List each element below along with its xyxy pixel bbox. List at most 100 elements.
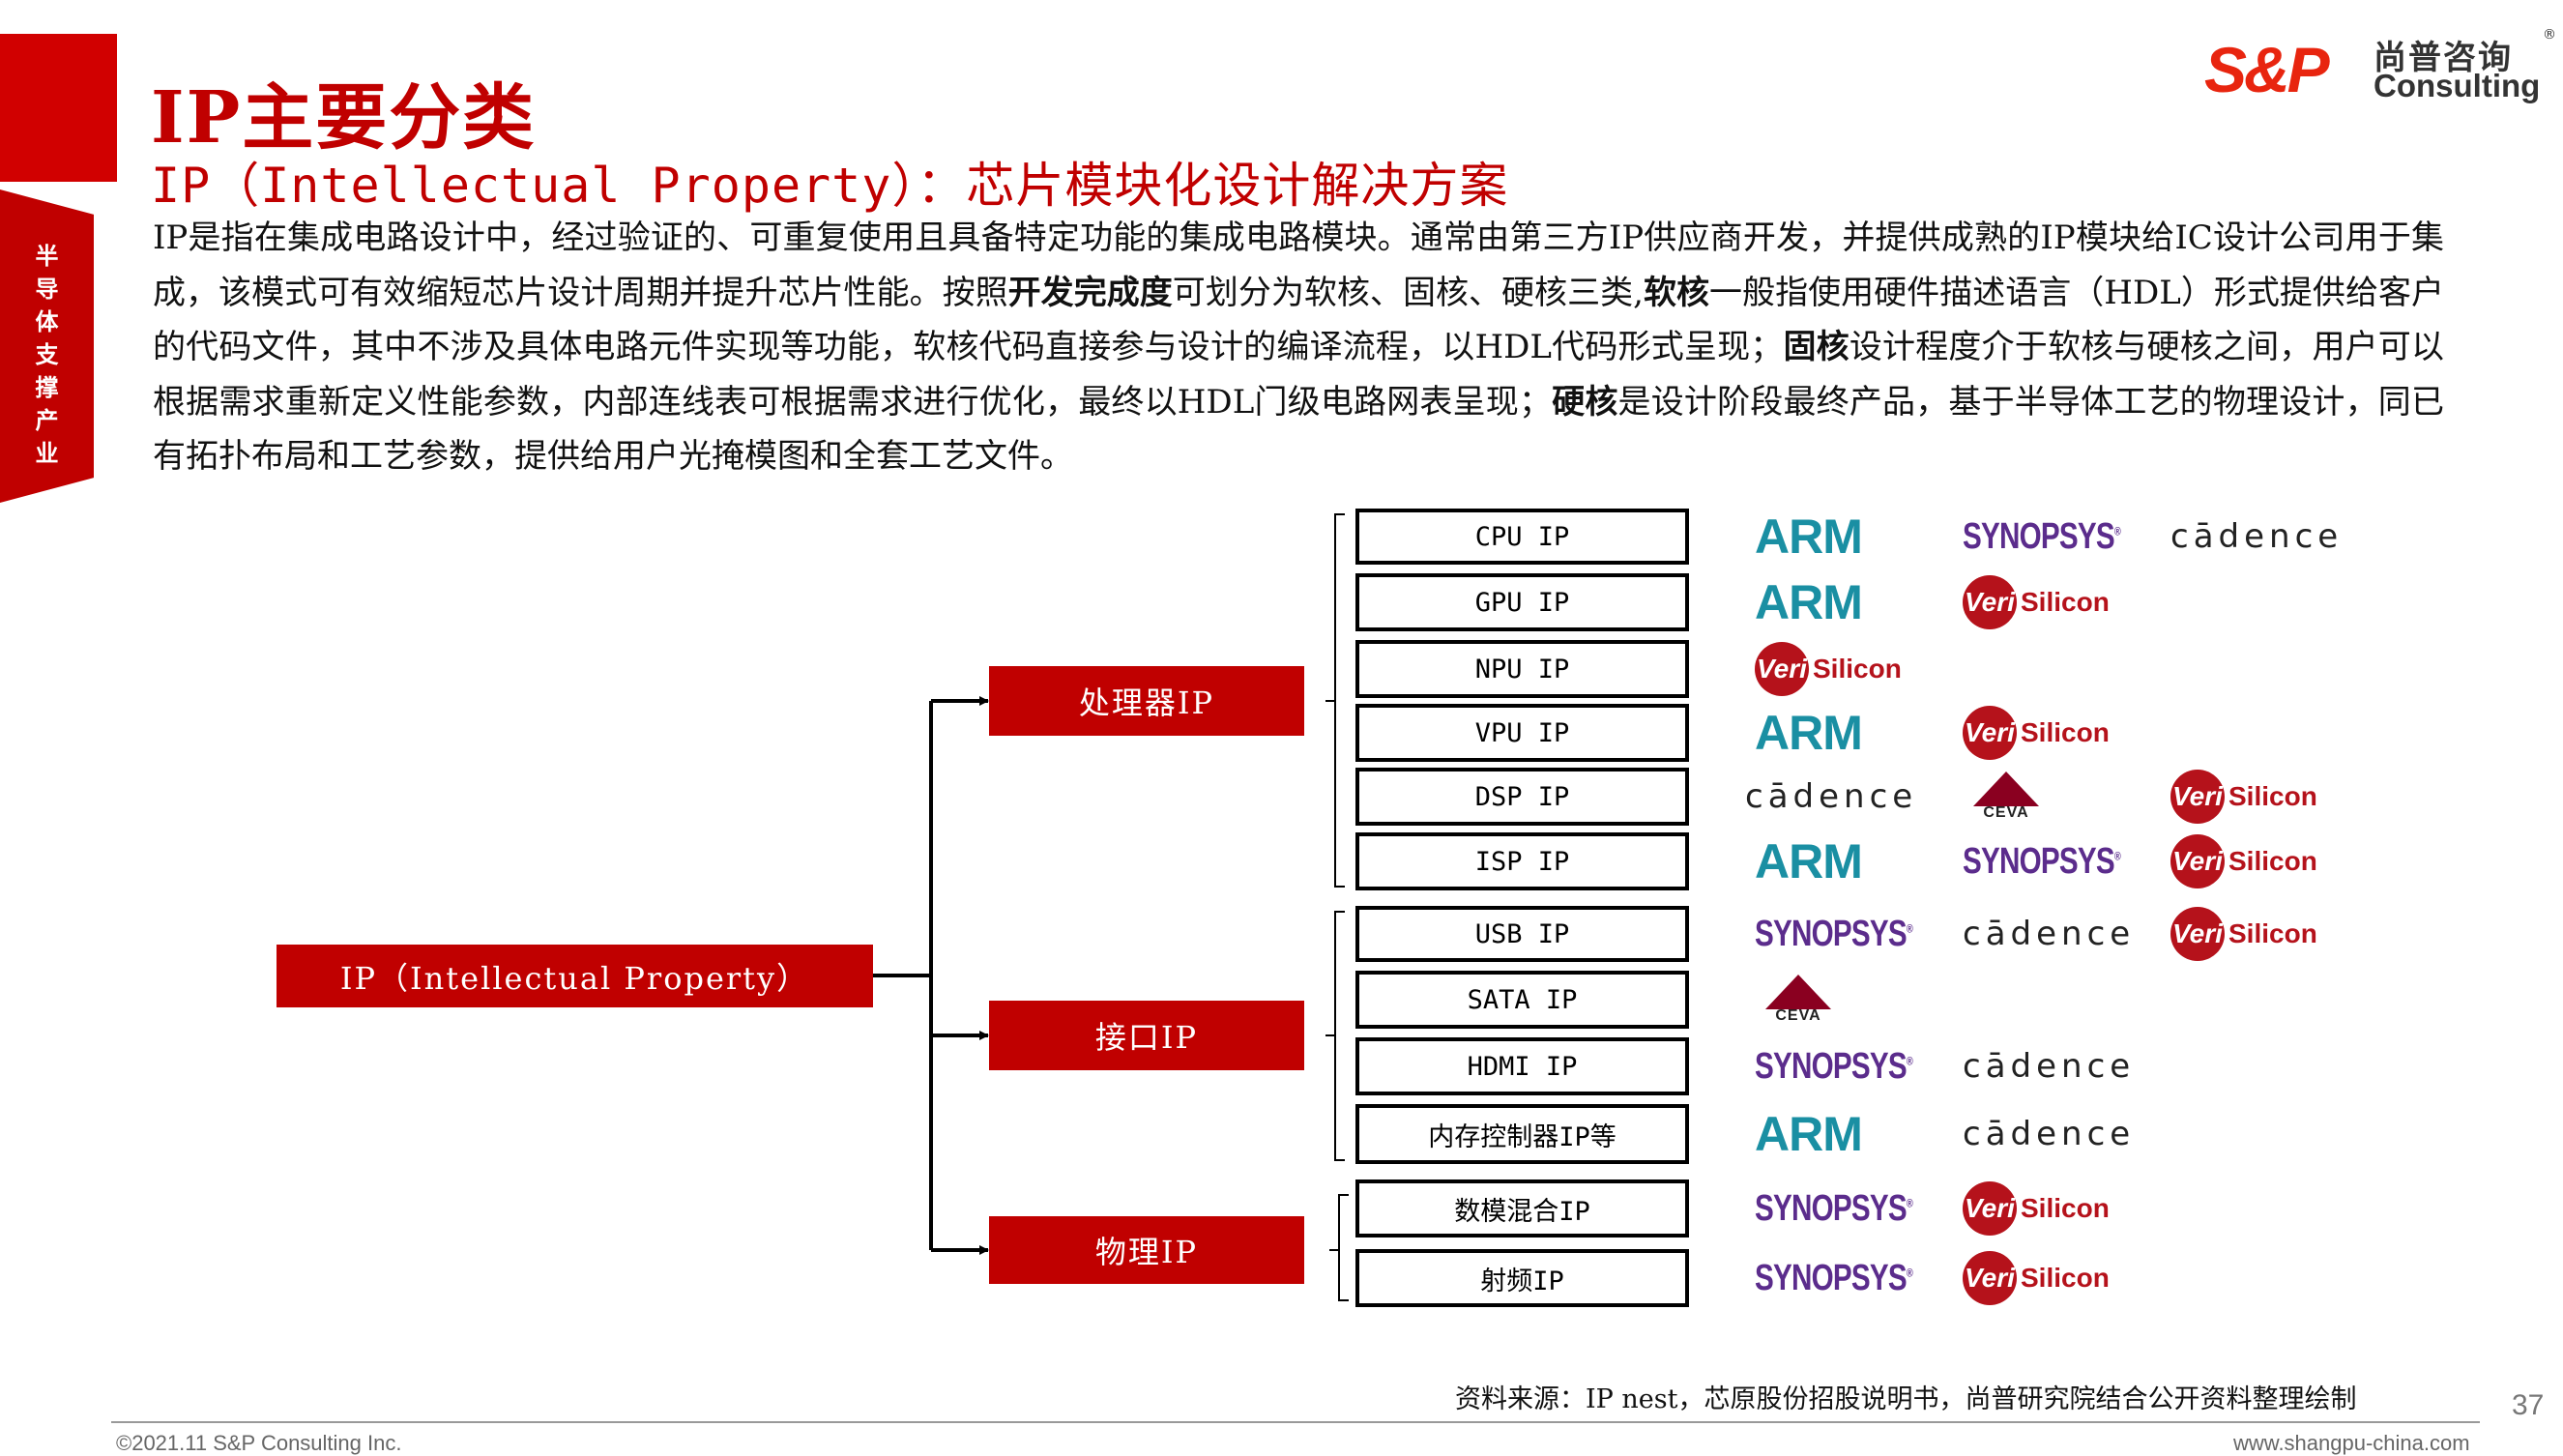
category-node-physical: 物理IP (989, 1216, 1304, 1284)
vendor-slot: ARM (1755, 1107, 1863, 1161)
verisilicon-wordmark: Silicon (2021, 1263, 2110, 1293)
arm-logo: ARM (1755, 706, 1863, 760)
verisilicon-circle-icon: Veri (1963, 1181, 2017, 1236)
registered-icon: ® (2543, 27, 2556, 43)
arm-logo: ARM (1755, 575, 1863, 629)
bracket-processor (1325, 513, 1345, 888)
vendor-slot: SYNOPSYS® (1755, 1181, 1957, 1236)
ip-leaf-node: VPU IP (1355, 704, 1689, 762)
page-number: 37 (2512, 1389, 2545, 1421)
bold-term: 软核 (1643, 273, 1710, 312)
vendor-slot: cādence (2170, 510, 2343, 564)
vendor-slot: SYNOPSYS® (1755, 907, 1957, 961)
vendor-slot: cādence (1963, 907, 2135, 961)
ceva-triangle-icon (1973, 772, 2039, 806)
cadence-logo: cādence (2170, 517, 2344, 556)
verisilicon-wordmark: Silicon (2021, 1193, 2110, 1223)
verisilicon-wordmark: Silicon (2021, 717, 2110, 747)
footer-divider (111, 1421, 2480, 1423)
verisilicon-circle-icon: Veri (2170, 834, 2225, 888)
source-note: 资料来源：IP nest，芯原股份招股说明书，尚普研究院结合公开资料整理绘制 (1455, 1384, 2357, 1414)
logo-mark: S&P (2204, 34, 2330, 105)
ip-leaf-node: HDMI IP (1355, 1037, 1689, 1095)
root-node: IP（Intellectual Property） (277, 945, 873, 1007)
paragraph-text: IP是指在集成电路设计中，经过验证的、可重复使用且具备特定功能的集成电路模块。通… (153, 218, 2444, 312)
verisilicon-wordmark: Silicon (2228, 846, 2317, 876)
synopsys-logo: SYNOPSYS® (1963, 840, 2121, 882)
verisilicon-wordmark: Silicon (1813, 654, 1902, 684)
vendor-slot: cādence (1745, 770, 1917, 824)
sp-consulting-logo: S&P 尚普咨询 ® Consulting (2204, 27, 2556, 106)
paragraph-text: 可划分为软核、固核、硬核三类, (1172, 273, 1644, 312)
ceva-wordmark: CEVA (1983, 804, 2029, 821)
vendor-slot: SYNOPSYS® (1963, 834, 2165, 888)
verisilicon-circle-icon: Veri (1963, 575, 2017, 629)
paragraph-text: 是设计阶段最终产品，基于半导体工艺的物理设计，同已有拓扑布局和工艺参数，提供给用… (153, 382, 2444, 477)
side-tab-label: 半导体支撑产业 (35, 242, 59, 467)
copyright: ©2021.11 S&P Consulting Inc. (116, 1431, 402, 1455)
verisilicon-circle-icon: Veri (1963, 1251, 2017, 1305)
paragraph-text: 一般指使用硬件描述语言（HDL）形式提供给客户的代码文件，其中不涉及具体电路元件… (153, 273, 2444, 367)
vendor-slot: ARM (1755, 510, 1863, 564)
bracket-interface (1325, 911, 1345, 1161)
ceva-wordmark: CEVA (1775, 1007, 1821, 1024)
synopsys-logo: SYNOPSYS® (1963, 515, 2121, 557)
vendor-slot: cādence (1963, 1039, 2135, 1093)
ip-leaf-node: 数模混合IP (1355, 1179, 1689, 1238)
bold-term: 固核 (1783, 328, 1849, 366)
ceva-logo: CEVA (1755, 975, 1842, 1025)
ceva-triangle-icon (1765, 975, 1831, 1009)
ip-leaf-node: 射频IP (1355, 1249, 1689, 1307)
category-node-processor: 处理器IP (989, 666, 1304, 736)
cadence-logo: cādence (1745, 777, 1918, 816)
ip-leaf-node: DSP IP (1355, 768, 1689, 826)
vendor-slot: ARM (1755, 575, 1863, 629)
paragraph-text: 设计程度介于软核与硬核之间，用户可以根据需求重新定义性能参数，内部连线表可根据需… (153, 328, 2444, 422)
ip-leaf-node: ISP IP (1355, 832, 1689, 890)
arm-logo: ARM (1755, 510, 1863, 564)
page-subtitle: IP（Intellectual Property）：芯片模块化设计解决方案 (151, 158, 1509, 214)
verisilicon-circle-icon: Veri (1755, 642, 1809, 696)
synopsys-logo: SYNOPSYS® (1755, 913, 1913, 954)
vendor-slot: ARM (1755, 706, 1863, 760)
verisilicon-circle-icon: Veri (2170, 770, 2225, 824)
vendor-slot: ARM (1755, 834, 1863, 888)
ip-leaf-node: 内存控制器IP等 (1355, 1104, 1689, 1164)
cadence-logo: cādence (1963, 1115, 2136, 1153)
page-title: IP主要分类 (151, 76, 537, 160)
cadence-logo: cādence (1963, 915, 2136, 953)
verisilicon-wordmark: Silicon (2228, 781, 2317, 811)
website-link[interactable]: www.shangpu-china.com (2233, 1431, 2470, 1455)
category-node-interface: 接口IP (989, 1001, 1304, 1070)
bold-term: 开发完成度 (1007, 273, 1173, 312)
logo-english-name: Consulting (2374, 68, 2541, 103)
arm-logo: ARM (1755, 1107, 1863, 1161)
ip-leaf-node: SATA IP (1355, 971, 1689, 1029)
vendor-slot: SYNOPSYS® (1963, 510, 2165, 564)
verisilicon-wordmark: Silicon (2228, 918, 2317, 948)
cadence-logo: cādence (1963, 1047, 2136, 1086)
vendor-slot: SYNOPSYS® (1755, 1039, 1957, 1093)
section-side-tab: 半导体支撑产业 (0, 189, 94, 503)
vendor-slot: CEVA (1963, 770, 2050, 824)
logo-chinese-name: 尚普咨询 (2374, 39, 2513, 77)
corner-accent-block (0, 34, 117, 182)
arm-logo: ARM (1755, 834, 1863, 888)
verisilicon-circle-icon: Veri (1963, 706, 2017, 760)
ip-leaf-node: GPU IP (1355, 573, 1689, 631)
vendor-slot: SYNOPSYS® (1755, 1251, 1957, 1305)
